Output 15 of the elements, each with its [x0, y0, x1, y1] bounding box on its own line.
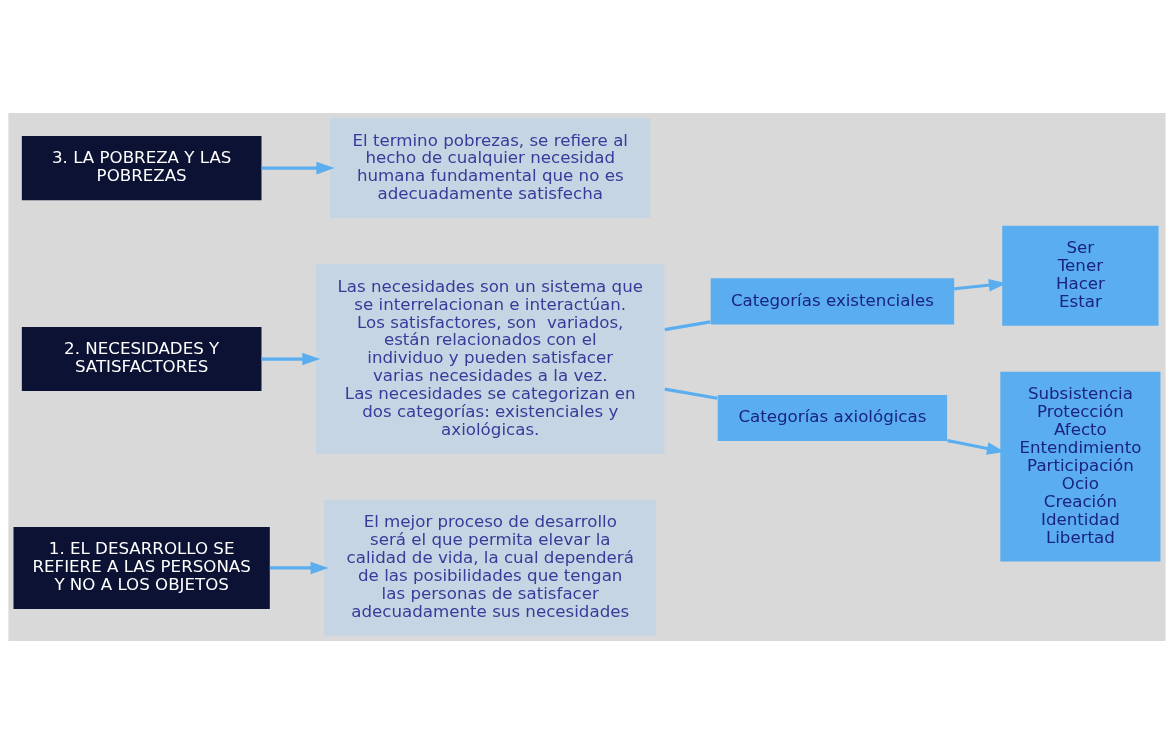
node-box: 2. NECESIDADES Y SATISFACTORES [21, 327, 262, 392]
arrow [261, 352, 321, 366]
node-box: Ser Tener Hacer Estar [1002, 225, 1159, 326]
node-box: El termino pobrezas, se refiere al hecho de cualquier necesidad humana fundamental que no es adecuadamente satisfecha [330, 118, 651, 219]
node-box: El mejor proceso de desarrollo será el que permita elevar la calidad de vida, la cual dependerá de las posibilidades que tengan las personas de satisfacer adecuadamente sus necesidades [324, 500, 657, 636]
node-box: 1. EL DESARROLLO SE REFIERE A LAS PERSONAS Y NO A LOS OBJETOS [13, 526, 270, 609]
arrow [269, 561, 329, 575]
node-box: Las necesidades son un sistema que se interrelacionan e interactúan. Los satisfactores, son variados, están relacionados con el individuo y pueden satisfacer varias necesidades a la vez. Las necesidades se categorizan en dos categorías: existenciales y axiológicas. [315, 264, 665, 454]
node-box: Categorías axiológicas [717, 394, 948, 442]
connector [664, 387, 718, 400]
node-box: 3. LA POBREZA Y LAS POBREZAS [21, 136, 262, 201]
arrow [261, 161, 335, 175]
connector [664, 320, 711, 332]
node-box: Subsistencia Protección Afecto Entendimiento Participación Ocio Creación Identidad Libertad [1000, 371, 1161, 562]
node-box: Categorías existenciales [710, 278, 955, 325]
